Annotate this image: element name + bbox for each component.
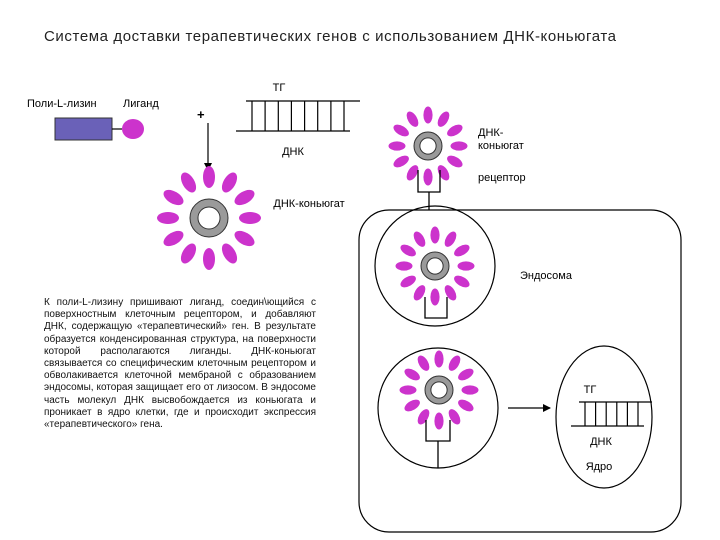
ligand-petal (389, 141, 406, 150)
conjugate-large (157, 166, 261, 270)
conjugate-core (427, 258, 443, 274)
ligand-petal (203, 166, 215, 188)
ligand-petal (446, 407, 462, 426)
ligand-petal (445, 153, 464, 169)
ligand-petal (452, 242, 471, 258)
ligand-petal (403, 397, 422, 413)
ligand-petal (403, 366, 422, 382)
ligand-petal (423, 169, 432, 186)
ligand-petal (442, 230, 458, 249)
ligand-petal (203, 248, 215, 270)
ligand-petal (400, 385, 417, 394)
ligand-petal (392, 153, 411, 169)
ligand-petal (178, 241, 199, 266)
ligand-petal (392, 122, 411, 138)
ligand-petal (396, 261, 413, 270)
ligand-petal (430, 289, 439, 306)
ligand-petal (161, 228, 186, 249)
ligand-petal (435, 163, 451, 182)
ligand-petal (415, 407, 431, 426)
dna-top (236, 101, 360, 131)
ligand-petal (430, 227, 439, 244)
dna-nucleus (571, 402, 652, 426)
ligand-petal (219, 170, 240, 195)
ligand-petal (456, 366, 475, 382)
ligand-petal (442, 283, 458, 302)
ligand-petal (458, 261, 475, 270)
ligand-petal (239, 212, 261, 224)
conjugate-core (420, 138, 436, 154)
ligand-petal (456, 397, 475, 413)
conjugate-endosome-lower (400, 351, 479, 430)
ligand-petal (452, 273, 471, 289)
ligand-shape (122, 119, 144, 139)
ligand-petal (435, 110, 451, 129)
ligand-petal (399, 242, 418, 258)
ligand-petal (232, 228, 257, 249)
ligand-petal (411, 230, 427, 249)
conjugate-core (431, 382, 447, 398)
ligand-petal (178, 170, 199, 195)
ligand-petal (232, 187, 257, 208)
ligand-petal (219, 241, 240, 266)
ligand-petal (446, 354, 462, 373)
ligand-petal (161, 187, 186, 208)
polylysine-block (55, 118, 112, 140)
ligand-petal (451, 141, 468, 150)
ligand-petal (399, 273, 418, 289)
ligand-petal (157, 212, 179, 224)
ligand-petal (445, 122, 464, 138)
ligand-petal (404, 110, 420, 129)
ligand-petal (423, 107, 432, 124)
conjugate-core (198, 207, 220, 229)
ligand-petal (434, 413, 443, 430)
conjugate-bound (389, 107, 468, 186)
ligand-petal (462, 385, 479, 394)
ligand-petal (434, 351, 443, 368)
conjugate-endosome-upper (396, 227, 475, 306)
ligand-petal (415, 354, 431, 373)
